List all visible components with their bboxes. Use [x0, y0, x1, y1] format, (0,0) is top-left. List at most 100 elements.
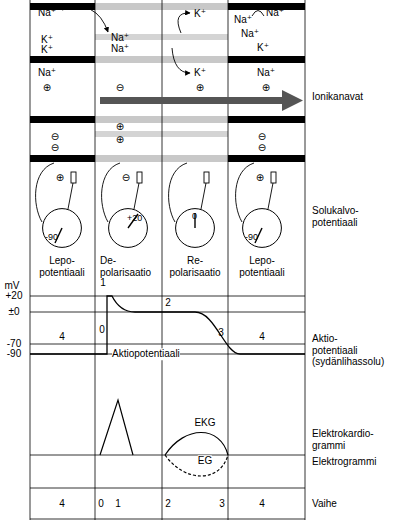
meter-wire	[169, 163, 187, 222]
ion-label: K⁺	[257, 42, 269, 54]
open-channel-band	[95, 3, 228, 10]
ion-arrows	[62, 3, 265, 73]
meter-reading: -90	[245, 233, 258, 242]
membrane-bar	[228, 155, 305, 162]
ion-arrow	[172, 48, 190, 73]
axis-value: -90	[7, 348, 21, 360]
dial-outline	[42, 208, 82, 248]
ion-arrow	[178, 13, 190, 33]
grid-line	[30, 519, 305, 520]
phase-number: 3	[218, 327, 224, 339]
phase-number: 4	[59, 331, 65, 343]
axis-value: -70	[7, 338, 21, 350]
dial-circle	[43, 209, 82, 248]
ecg-baseline	[30, 455, 305, 456]
voltmeter-dial: +20	[108, 208, 148, 248]
ion-label: Na⁺	[38, 7, 56, 19]
meter-reading: +20	[127, 214, 142, 223]
dial-circle	[243, 209, 282, 248]
phase-number: 2	[165, 297, 171, 309]
open-channel-band	[95, 155, 228, 162]
open-channel-band	[95, 116, 228, 123]
row-label: Elektrogrammi	[312, 456, 376, 468]
ion-label: Na⁺	[266, 7, 284, 19]
charge-sign: ⊖	[116, 82, 124, 94]
column-line	[95, 0, 96, 520]
meter-wire	[268, 183, 273, 209]
axis-unit: mV	[5, 280, 20, 292]
phase-number: 4	[259, 331, 265, 343]
axis-value: ±0	[8, 306, 19, 318]
charge-sign: ⊖	[258, 131, 266, 143]
open-channel-band	[95, 56, 228, 63]
ion-label: Na⁺	[111, 43, 129, 55]
phase-number: 3	[219, 498, 225, 510]
row-label: Vaihe	[312, 498, 337, 510]
membrane-bar	[228, 116, 305, 123]
row-label: Solukalvo- potentiaali	[312, 205, 359, 228]
ion-label: K⁺	[194, 67, 206, 79]
ion-label: K⁺	[41, 44, 53, 56]
ion-label: Na⁺	[257, 67, 275, 79]
charge-sign: ⊕	[116, 134, 124, 146]
charge-sign: ⊕	[56, 172, 64, 184]
column-line	[162, 0, 163, 520]
row-label: Elektrokardio- grammi	[312, 428, 374, 451]
curve-label: Aktiopotentiaali	[112, 348, 180, 360]
charge-sign: ⊖	[122, 172, 130, 184]
dial-circle	[176, 209, 215, 248]
ion-label: K⁺	[41, 34, 53, 46]
state-label: Re- polarisaatio	[169, 255, 220, 278]
phase-number: 2	[165, 498, 171, 510]
axis-value: +20	[6, 290, 23, 302]
qrs-spike	[100, 400, 133, 455]
voltmeter-dial: -90	[242, 208, 282, 248]
ion-arrow	[62, 7, 108, 32]
phase-number: 0	[98, 498, 104, 510]
phase-number: 1	[100, 277, 106, 289]
meter-wire	[134, 183, 139, 209]
meter-wire	[68, 183, 73, 209]
column-line	[30, 0, 31, 520]
table-grid	[30, 0, 305, 520]
ion-label: Na⁺	[111, 32, 129, 44]
phase-number: 1	[115, 498, 121, 510]
charge-sign: ⊕	[196, 82, 204, 94]
column-line	[228, 0, 229, 520]
phase-number: 0	[99, 324, 105, 336]
charge-sign: ⊕	[43, 82, 51, 94]
meter-wire	[36, 163, 54, 222]
action-potential-curve	[30, 296, 305, 354]
membrane-bar	[30, 155, 95, 162]
state-label: Lepo- potentiaali	[39, 255, 85, 278]
charge-sign: ⊕	[262, 82, 270, 94]
row-label: Aktio- potentiaali (sydänlihassolu)	[312, 333, 384, 368]
meter-wire	[236, 163, 254, 222]
electrogram-wave	[165, 455, 228, 476]
meter-wire	[102, 163, 120, 222]
membrane-bar	[30, 116, 95, 123]
electrode-symbol	[137, 172, 142, 183]
curve-label: EG	[198, 455, 212, 467]
meter-wire	[201, 183, 206, 209]
charge-sign: ⊖	[51, 142, 59, 154]
dial-outline	[242, 208, 282, 248]
meter-reading: 0	[192, 212, 197, 221]
dial-circle	[109, 209, 148, 248]
meter-reading: -90	[45, 233, 58, 242]
channel-swirl	[251, 3, 265, 16]
charge-sign: ⊖	[258, 142, 266, 154]
state-label: De- polarisaatio	[100, 255, 151, 278]
voltmeter-dial: -90	[42, 208, 82, 248]
electrode-symbol	[71, 172, 76, 183]
row-label: Ionikanavat	[312, 91, 363, 103]
phase-number: 4	[59, 498, 65, 510]
t-wave	[165, 433, 228, 456]
electrode-symbol	[204, 172, 209, 183]
grid-line	[30, 296, 305, 297]
charge-sign: ⊕	[116, 121, 124, 133]
column-line	[305, 0, 306, 520]
ion-label: Na⁺	[234, 14, 252, 26]
state-label: Lepo- potentiaali	[239, 255, 285, 278]
